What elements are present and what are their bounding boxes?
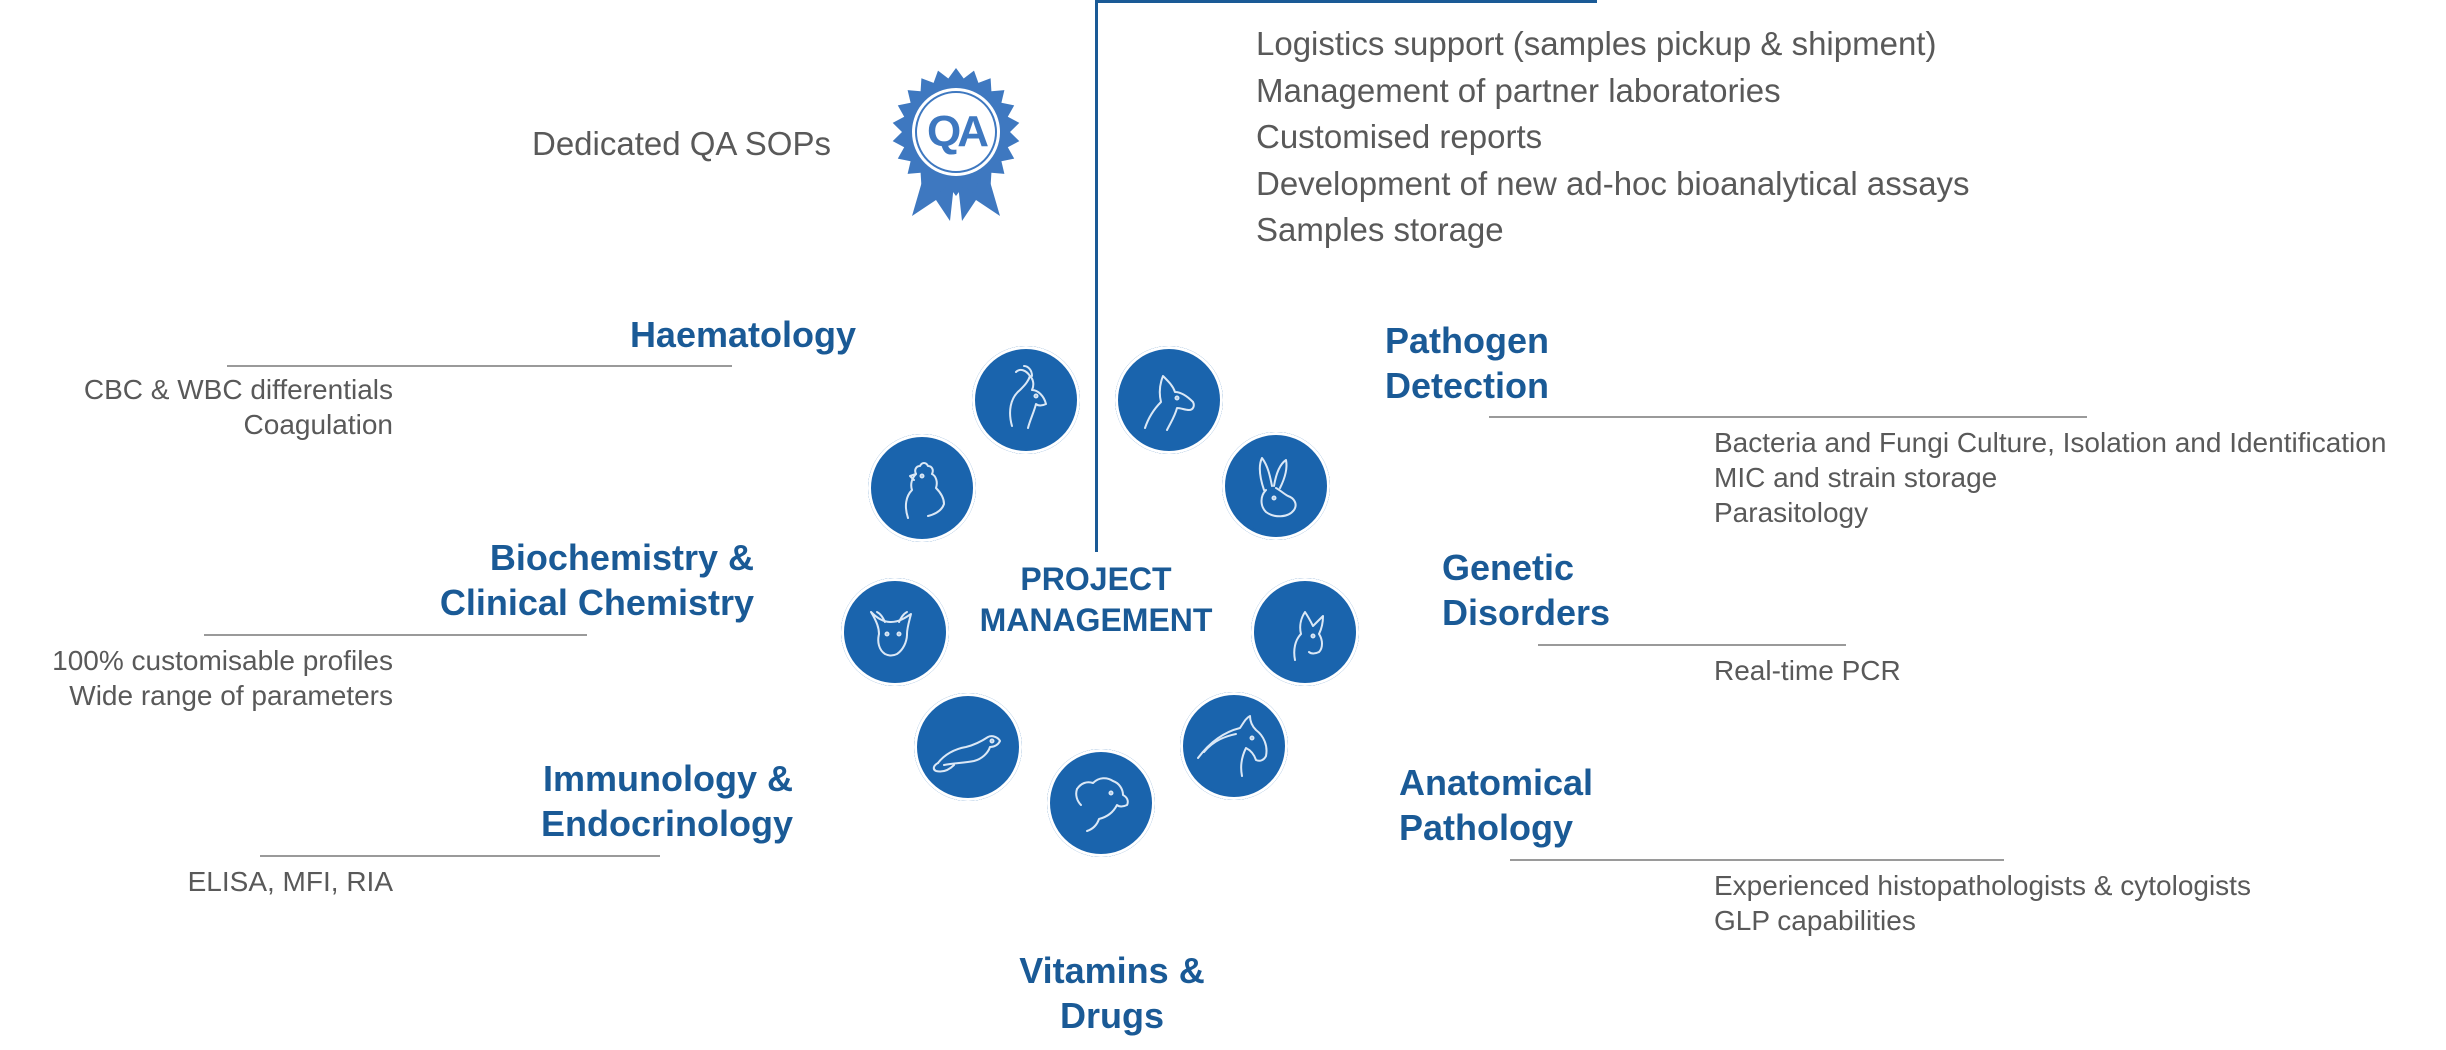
anatomical-items: Experienced histopathologists & cytologi… [1714,868,2251,938]
haematology-item: Coagulation [243,409,393,440]
dog-circle [1115,346,1223,454]
immunology-rule [260,855,660,857]
chicken-circle [868,434,976,542]
goat-icon [1009,365,1047,429]
anatomical-rule [1510,859,2004,861]
dog-icon [1144,375,1195,431]
anatomical-title: Anatomical Pathology [1399,762,1594,848]
immunology-item: ELISA, MFI, RIA [187,866,393,897]
qa-seal-icon: QA [892,68,1020,221]
genetic-items: Real-time PCR [1714,653,1901,688]
pig-circle [1047,749,1155,857]
pathogen-item: MIC and strain storage [1714,462,1998,493]
vitamins-title: Vitamins & Drugs [1019,950,1205,1036]
haematology-title: Haematology [629,314,856,355]
cat-icon [1293,611,1324,661]
goat-circle [972,346,1080,454]
immunology-title: Immunology & Endocrinology [541,758,793,844]
haematology-items: CBC & WBC differentials Coagulation [84,372,393,442]
services-item: Logistics support (samples pickup & ship… [1256,25,1937,62]
haematology-rule [227,365,732,367]
services-item: Management of partner laboratories [1256,71,1781,109]
project-management-label: PROJECT MANAGEMENT [979,561,1213,638]
pathogen-items: Bacteria and Fungi Culture, Isolation an… [1714,425,2386,530]
genetic-rule [1538,644,1846,646]
biochemistry-item: Wide range of parameters [69,680,393,711]
rat-icon [932,735,1001,773]
anatomical-item: GLP capabilities [1714,905,1916,936]
pathogen-item: Parasitology [1714,497,1869,528]
genetic-title: Genetic Disorders [1442,547,1611,633]
biochemistry-rule [204,634,587,636]
biochemistry-item: 100% customisable profiles [52,645,393,676]
connector-vertical-line [1095,0,1098,552]
horse-circle [1180,692,1288,800]
biochemistry-items: 100% customisable profiles Wide range of… [52,643,393,713]
pathogen-title: Pathogen Detection [1385,320,1550,406]
pig-icon [1075,777,1129,832]
qa-badge: QA [890,66,1022,221]
services-item: Development of new ad-hoc bioanalytical … [1256,164,1970,202]
qa-badge-text: QA [927,107,988,156]
rabbit-icon [1258,457,1297,518]
rabbit-circle [1222,432,1330,540]
cow-icon [870,611,912,657]
pathogen-rule [1489,416,2087,418]
anatomical-item: Experienced histopathologists & cytologi… [1714,870,2251,901]
horse-icon [1197,715,1268,777]
rat-circle [914,693,1022,801]
immunology-items: ELISA, MFI, RIA [188,864,393,899]
qa-label: Dedicated QA SOPs [532,125,831,162]
biochemistry-title: Biochemistry & Clinical Chemistry [439,537,754,623]
haematology-item: CBC & WBC differentials [83,374,393,405]
services-list: Logistics support (samples pickup & ship… [1256,21,1970,254]
cow-circle [841,578,949,686]
cat-circle [1251,578,1359,686]
services-item: Samples storage [1256,211,1504,248]
genetic-item: Real-time PCR [1714,655,1901,686]
connector-top-line [1095,0,1597,3]
services-item: Customised reports [1256,118,1543,155]
pathogen-item: Bacteria and Fungi Culture, Isolation an… [1714,427,2387,458]
chicken-icon [904,462,945,519]
